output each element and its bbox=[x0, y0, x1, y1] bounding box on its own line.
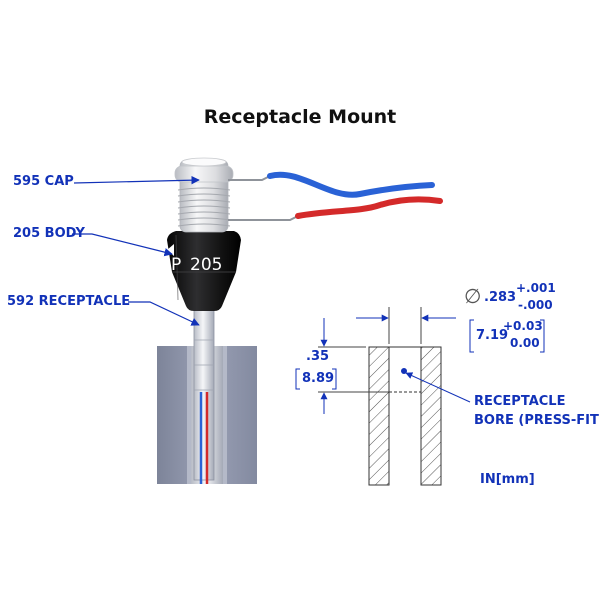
diameter-mm-value: 7.19 bbox=[476, 328, 509, 343]
depth-in-value: .35 bbox=[306, 349, 330, 364]
diameter-in-tol-minus: -.000 bbox=[518, 298, 553, 312]
diameter-in-value: .283 bbox=[484, 290, 517, 305]
callout-cap: 595 CAP bbox=[13, 174, 74, 189]
callout-receptacle: 592 RECEPTACLE bbox=[7, 294, 131, 309]
callout-bore-line1: RECEPTACLE bbox=[474, 394, 566, 409]
diameter-symbol: ∅ bbox=[464, 284, 482, 308]
callout-body: 205 BODY bbox=[13, 226, 85, 241]
cap-595 bbox=[174, 157, 234, 233]
depth-mm-value: 8.89 bbox=[302, 371, 335, 386]
red-wire bbox=[295, 196, 443, 219]
callout-leaders bbox=[72, 175, 200, 326]
dimension-lines bbox=[295, 307, 545, 414]
diameter-mm-tol-plus: +0.03 bbox=[503, 319, 543, 333]
diameter-mm-tol-minus: 0.00 bbox=[510, 336, 540, 350]
bore-section bbox=[368, 346, 442, 486]
callout-bore-line2: BORE (PRESS-FIT) bbox=[474, 413, 600, 428]
wires bbox=[228, 171, 443, 221]
body-205: P 205 bbox=[167, 231, 241, 311]
receptacle-tube bbox=[193, 309, 215, 484]
body-marking-letter: P bbox=[171, 255, 181, 275]
body-marking-number: 205 bbox=[190, 255, 222, 275]
diameter-in-tol-plus: +.001 bbox=[516, 281, 556, 295]
diagram-title: Receptacle Mount bbox=[203, 106, 397, 128]
units-label: IN[mm] bbox=[480, 472, 535, 487]
blue-wire bbox=[267, 171, 435, 198]
